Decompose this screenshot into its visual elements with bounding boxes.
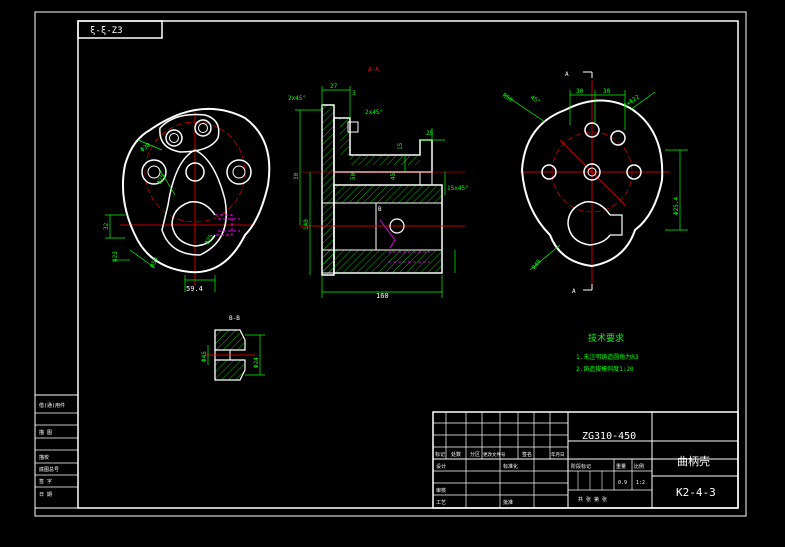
side-table: 借(通)用件 描 图 描校 底图总号 签 字 日 期 — [34, 394, 79, 509]
section-dim-top-b: 3 — [352, 90, 356, 97]
section-dim-chamfer2: 2x45° — [365, 109, 383, 116]
section-dim-chamfer1: 2x45° — [288, 95, 306, 102]
side-row-4: 描校 — [39, 454, 49, 461]
tb-scale-val: 1:2 — [636, 480, 645, 486]
tb-col-zone: 分区 — [470, 451, 480, 458]
tb-weight: 重量 — [616, 463, 626, 470]
tech-requirements: 技术要求 1.未注明铸造圆角为R3 2.铸造拔模斜度1:20 — [576, 332, 639, 373]
side-row-2: 描 图 — [39, 429, 52, 436]
tb-drawing-no: K2-4-3 — [676, 486, 716, 499]
outer-border — [34, 11, 747, 517]
front-dim-d1: Φ30 — [139, 141, 152, 153]
view-marker-a-bottom: A — [572, 288, 576, 295]
front-dim-r: R50 — [149, 256, 159, 269]
side-row-0: 借(通)用件 — [39, 402, 65, 409]
tb-col-change: 更改文件号 — [483, 451, 506, 458]
front-dim-d3: Φ25 — [204, 233, 216, 246]
section-label-small: B-B — [229, 315, 240, 322]
tb-col-mark: 标记 — [435, 451, 445, 458]
tb-stage: 阶段标记 — [571, 463, 591, 470]
tb-col-sign: 签名 — [522, 451, 532, 458]
tb-scale: 比例 — [634, 463, 644, 470]
front-dim-left: 32 — [103, 222, 110, 230]
corner-tag: ξ-ξ-Z3 — [77, 20, 163, 39]
title-block: ZG310-450 曲柄壳 K2-4-3 标记 处数 分区 更改文件号 签名 年… — [432, 411, 739, 509]
detail-dim-d1: Φ45 — [201, 351, 208, 362]
detail-view: B-B Φ45 Φ24 — [201, 315, 265, 381]
section-label-b: B — [378, 206, 382, 213]
front-dim-d2: Φ25 — [156, 173, 168, 186]
section-dim-mid2: 45 — [390, 172, 397, 180]
section-dim-mid1: 50 — [350, 172, 357, 180]
section-dim-top-a: 27 — [330, 83, 338, 90]
front-view: Φ30 Φ25 Φ25 59.4 32 Φ23 R50 — [103, 107, 271, 293]
detail-dim-d2: Φ24 — [253, 357, 260, 368]
tb-weight-val: 0.9 — [618, 480, 627, 486]
tb-part-name: 曲柄壳 — [677, 454, 710, 468]
section-dim-right1: 25 — [426, 130, 434, 137]
view-marker-a-top: A — [565, 71, 569, 78]
right-dim-h: Φ25.4 — [673, 197, 680, 215]
right-dim-top2: 30 — [603, 88, 611, 95]
corner-tag-text: ξ-ξ-Z3 — [90, 26, 123, 36]
right-view: A A 30 30 45° R50 4×Φ22 Φ25.4 R46 — [501, 71, 688, 295]
tb-approve: 批准 — [503, 499, 513, 506]
tb-designer: 设计 — [436, 463, 446, 470]
tb-sheets: 共 张 第 张 — [578, 496, 607, 503]
tech-req-title: 技术要求 — [588, 332, 624, 344]
section-dim-width: 160 — [376, 292, 389, 300]
section-dim-left-h: 30 — [293, 172, 300, 180]
tb-material: ZG310-450 — [582, 431, 636, 442]
section-label-main: A-A — [368, 66, 379, 73]
right-dim-angle: 45° — [529, 94, 542, 106]
section-view: A-A — [288, 66, 469, 300]
section-dim-chamfer3: 15x45° — [447, 185, 469, 192]
side-row-5: 底图总号 — [39, 466, 59, 473]
right-dim-r2: R46 — [531, 258, 543, 271]
side-row-6: 签 字 — [39, 478, 52, 485]
side-row-7: 日 期 — [39, 492, 52, 498]
inner-border — [77, 20, 739, 509]
tb-col-date: 年月日 — [551, 451, 565, 458]
tb-process: 工艺 — [436, 500, 446, 506]
section-dim-left-h2: 140 — [303, 219, 310, 230]
tb-col-count: 处数 — [451, 451, 461, 458]
tech-req-line2: 2.铸造拔模斜度1:20 — [576, 365, 634, 373]
section-dim-right2: 15 — [397, 142, 404, 150]
front-dim-width: 59.4 — [186, 285, 203, 293]
front-dim-bore: Φ23 — [112, 251, 119, 262]
tb-checker: 审核 — [436, 487, 446, 494]
tech-req-line1: 1.未注明铸造圆角为R3 — [576, 353, 639, 361]
tb-standard: 标准化 — [503, 463, 518, 470]
right-dim-top1: 30 — [576, 88, 584, 95]
right-dim-r1: R50 — [501, 92, 514, 104]
